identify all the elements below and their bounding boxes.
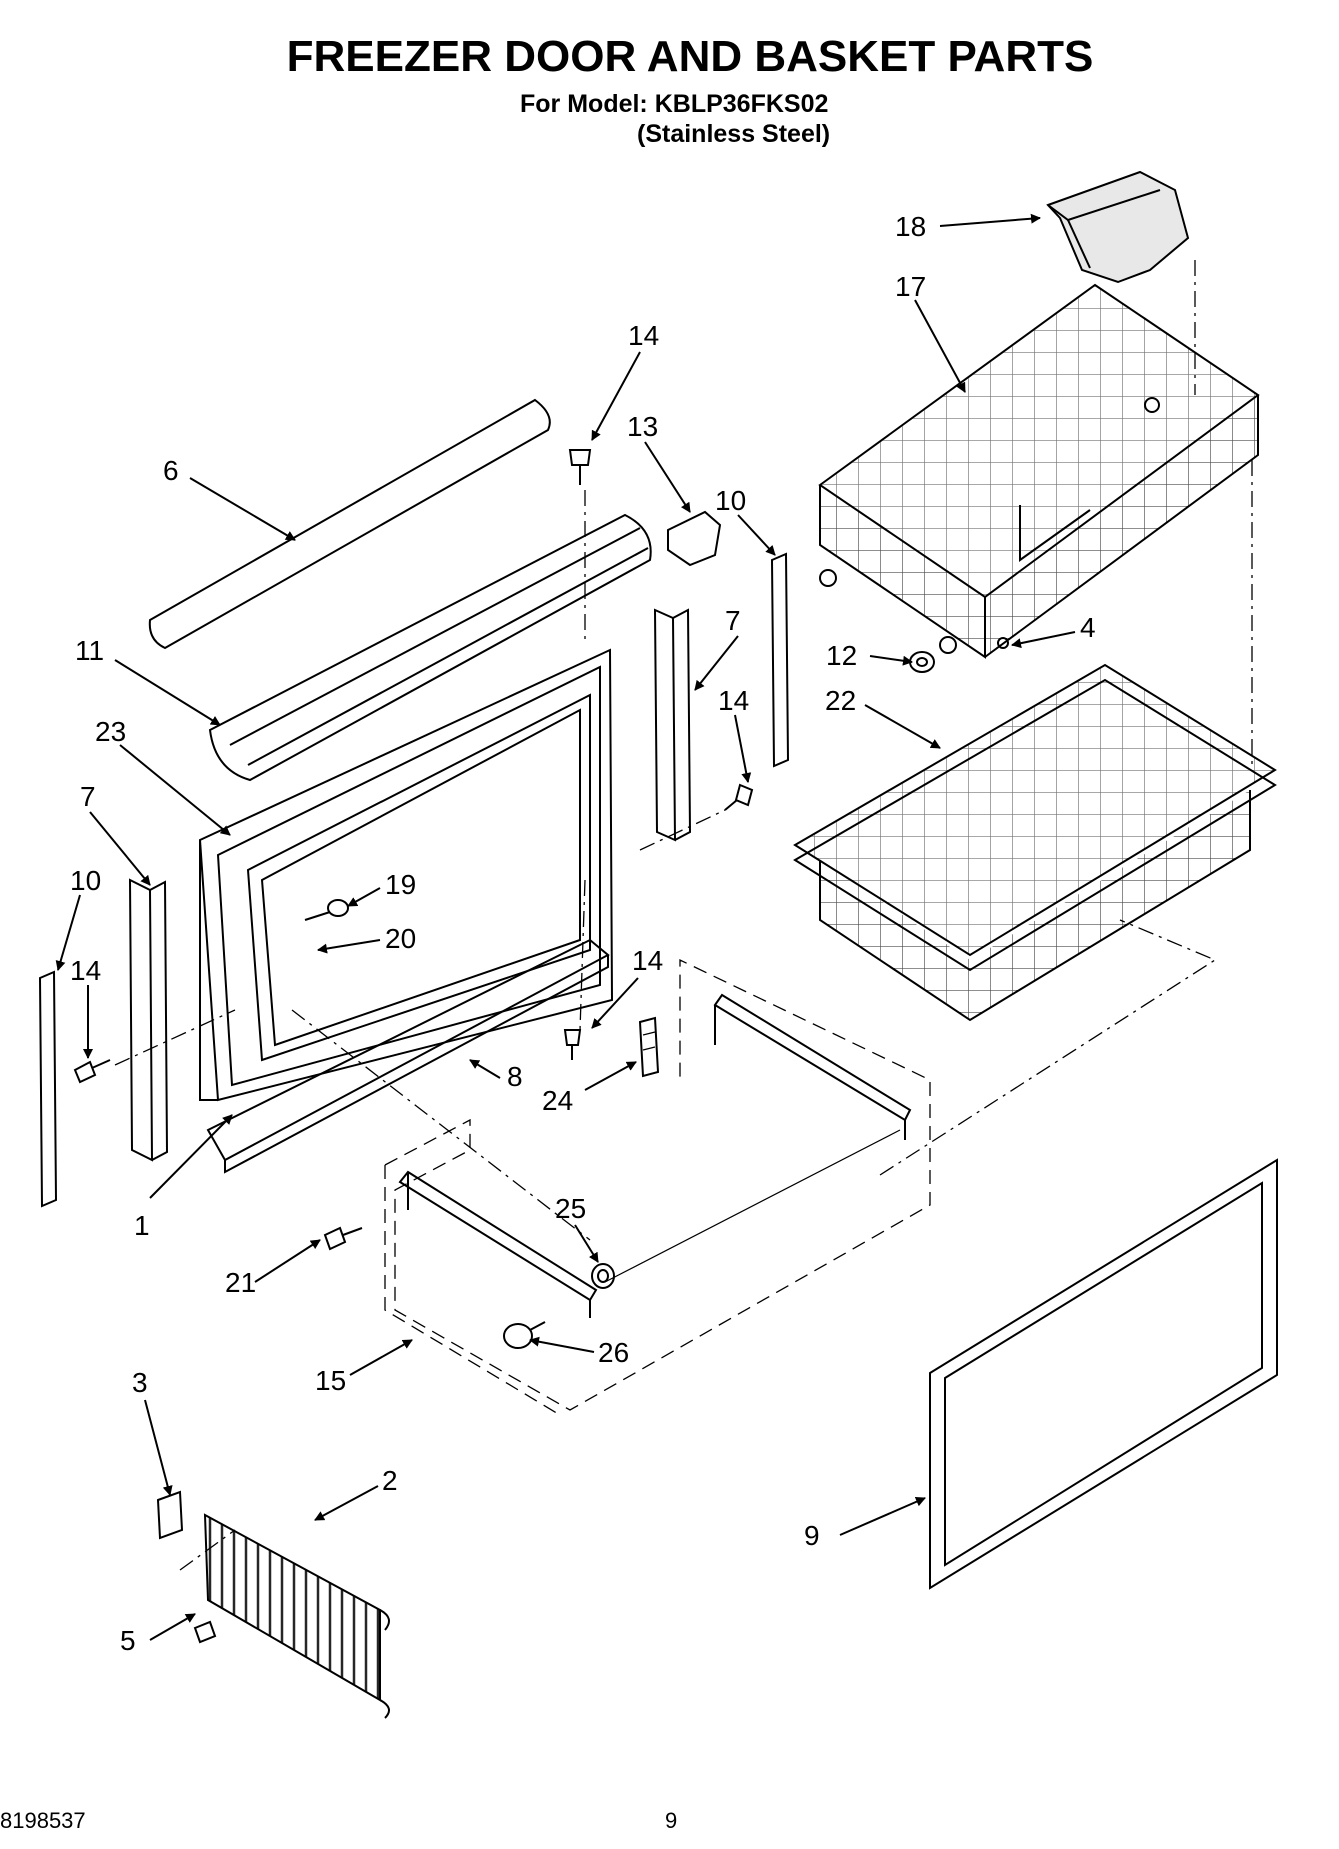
part-26-roller <box>503 1321 546 1349</box>
model-variant: (Stainless Steel) <box>637 120 831 148</box>
callout-6: 6 <box>163 455 179 486</box>
part-25-roller <box>591 1263 615 1289</box>
callout-14: 14 <box>632 945 663 976</box>
callout-10: 10 <box>70 865 101 896</box>
part-14-screw-right <box>724 783 754 811</box>
callout-12: 12 <box>826 640 857 671</box>
callout-7: 7 <box>725 605 741 636</box>
callout-5: 5 <box>120 1625 136 1656</box>
part-4-clip <box>997 637 1009 649</box>
part-7-side-rail-left <box>128 878 169 1162</box>
part-21-screw <box>323 1226 363 1251</box>
part-12-bushing <box>909 651 935 673</box>
callout-2: 2 <box>382 1465 398 1496</box>
part-19-20-fastener <box>304 899 349 921</box>
callout-3: 3 <box>132 1367 148 1398</box>
part-10-strip-left <box>38 970 58 1208</box>
callout-18: 18 <box>895 211 926 242</box>
part-5-screw <box>193 1620 217 1644</box>
callout-10: 10 <box>715 485 746 516</box>
part-10-strip-right <box>770 552 790 768</box>
callout-14: 14 <box>628 320 659 351</box>
callout-22: 22 <box>825 685 856 716</box>
part-6-top-trim <box>148 398 551 650</box>
callout-19: 19 <box>385 869 416 900</box>
callout-8: 8 <box>507 1061 523 1092</box>
callout-9: 9 <box>804 1520 820 1551</box>
callout-14: 14 <box>70 955 101 986</box>
callout-7: 7 <box>80 781 96 812</box>
model-number: For Model: KBLP36FKS02 <box>520 90 829 118</box>
part-15-slide-assembly <box>384 958 931 1416</box>
part-11-handle <box>208 513 652 782</box>
alignment-lines <box>114 260 1253 1571</box>
callout-24: 24 <box>542 1085 573 1116</box>
callout-labels: 18 17 14 13 6 10 7 11 12 4 22 14 23 7 19… <box>70 211 1096 1656</box>
page-number: 9 <box>665 1808 678 1833</box>
page-title: FREEZER DOOR AND BASKET PARTS <box>286 32 1094 81</box>
callout-1: 1 <box>134 1210 150 1241</box>
doc-number: 8198537 <box>0 1808 86 1833</box>
part-23-door-panel <box>198 648 614 1102</box>
part-14-screw-top <box>568 449 592 485</box>
callout-20: 20 <box>385 923 416 954</box>
part-24-clip <box>638 1016 660 1078</box>
part-3-bracket <box>156 1490 184 1540</box>
callout-23: 23 <box>95 716 126 747</box>
callout-15: 15 <box>315 1365 346 1396</box>
part-18-bin <box>1046 170 1190 284</box>
part-8-bottom-trim <box>206 938 610 1174</box>
part-13-bracket <box>667 510 722 567</box>
part-14-screw-center <box>563 1029 582 1060</box>
callout-11: 11 <box>75 635 104 666</box>
part-7-side-rail-right <box>653 608 692 842</box>
callout-26: 26 <box>598 1337 629 1368</box>
callout-17: 17 <box>895 271 926 302</box>
part-2-divider <box>203 1513 390 1719</box>
callout-13: 13 <box>627 411 658 442</box>
part-14-screw-left <box>73 1059 111 1084</box>
callout-21: 21 <box>225 1267 256 1298</box>
part-22-lower-basket <box>793 663 1277 1022</box>
part-17-upper-basket <box>818 283 1260 659</box>
callout-25: 25 <box>555 1193 586 1224</box>
leader-arrows <box>55 213 1076 1641</box>
callout-4: 4 <box>1080 612 1096 643</box>
part-9-gasket <box>929 1158 1278 1590</box>
callout-14: 14 <box>718 685 749 716</box>
